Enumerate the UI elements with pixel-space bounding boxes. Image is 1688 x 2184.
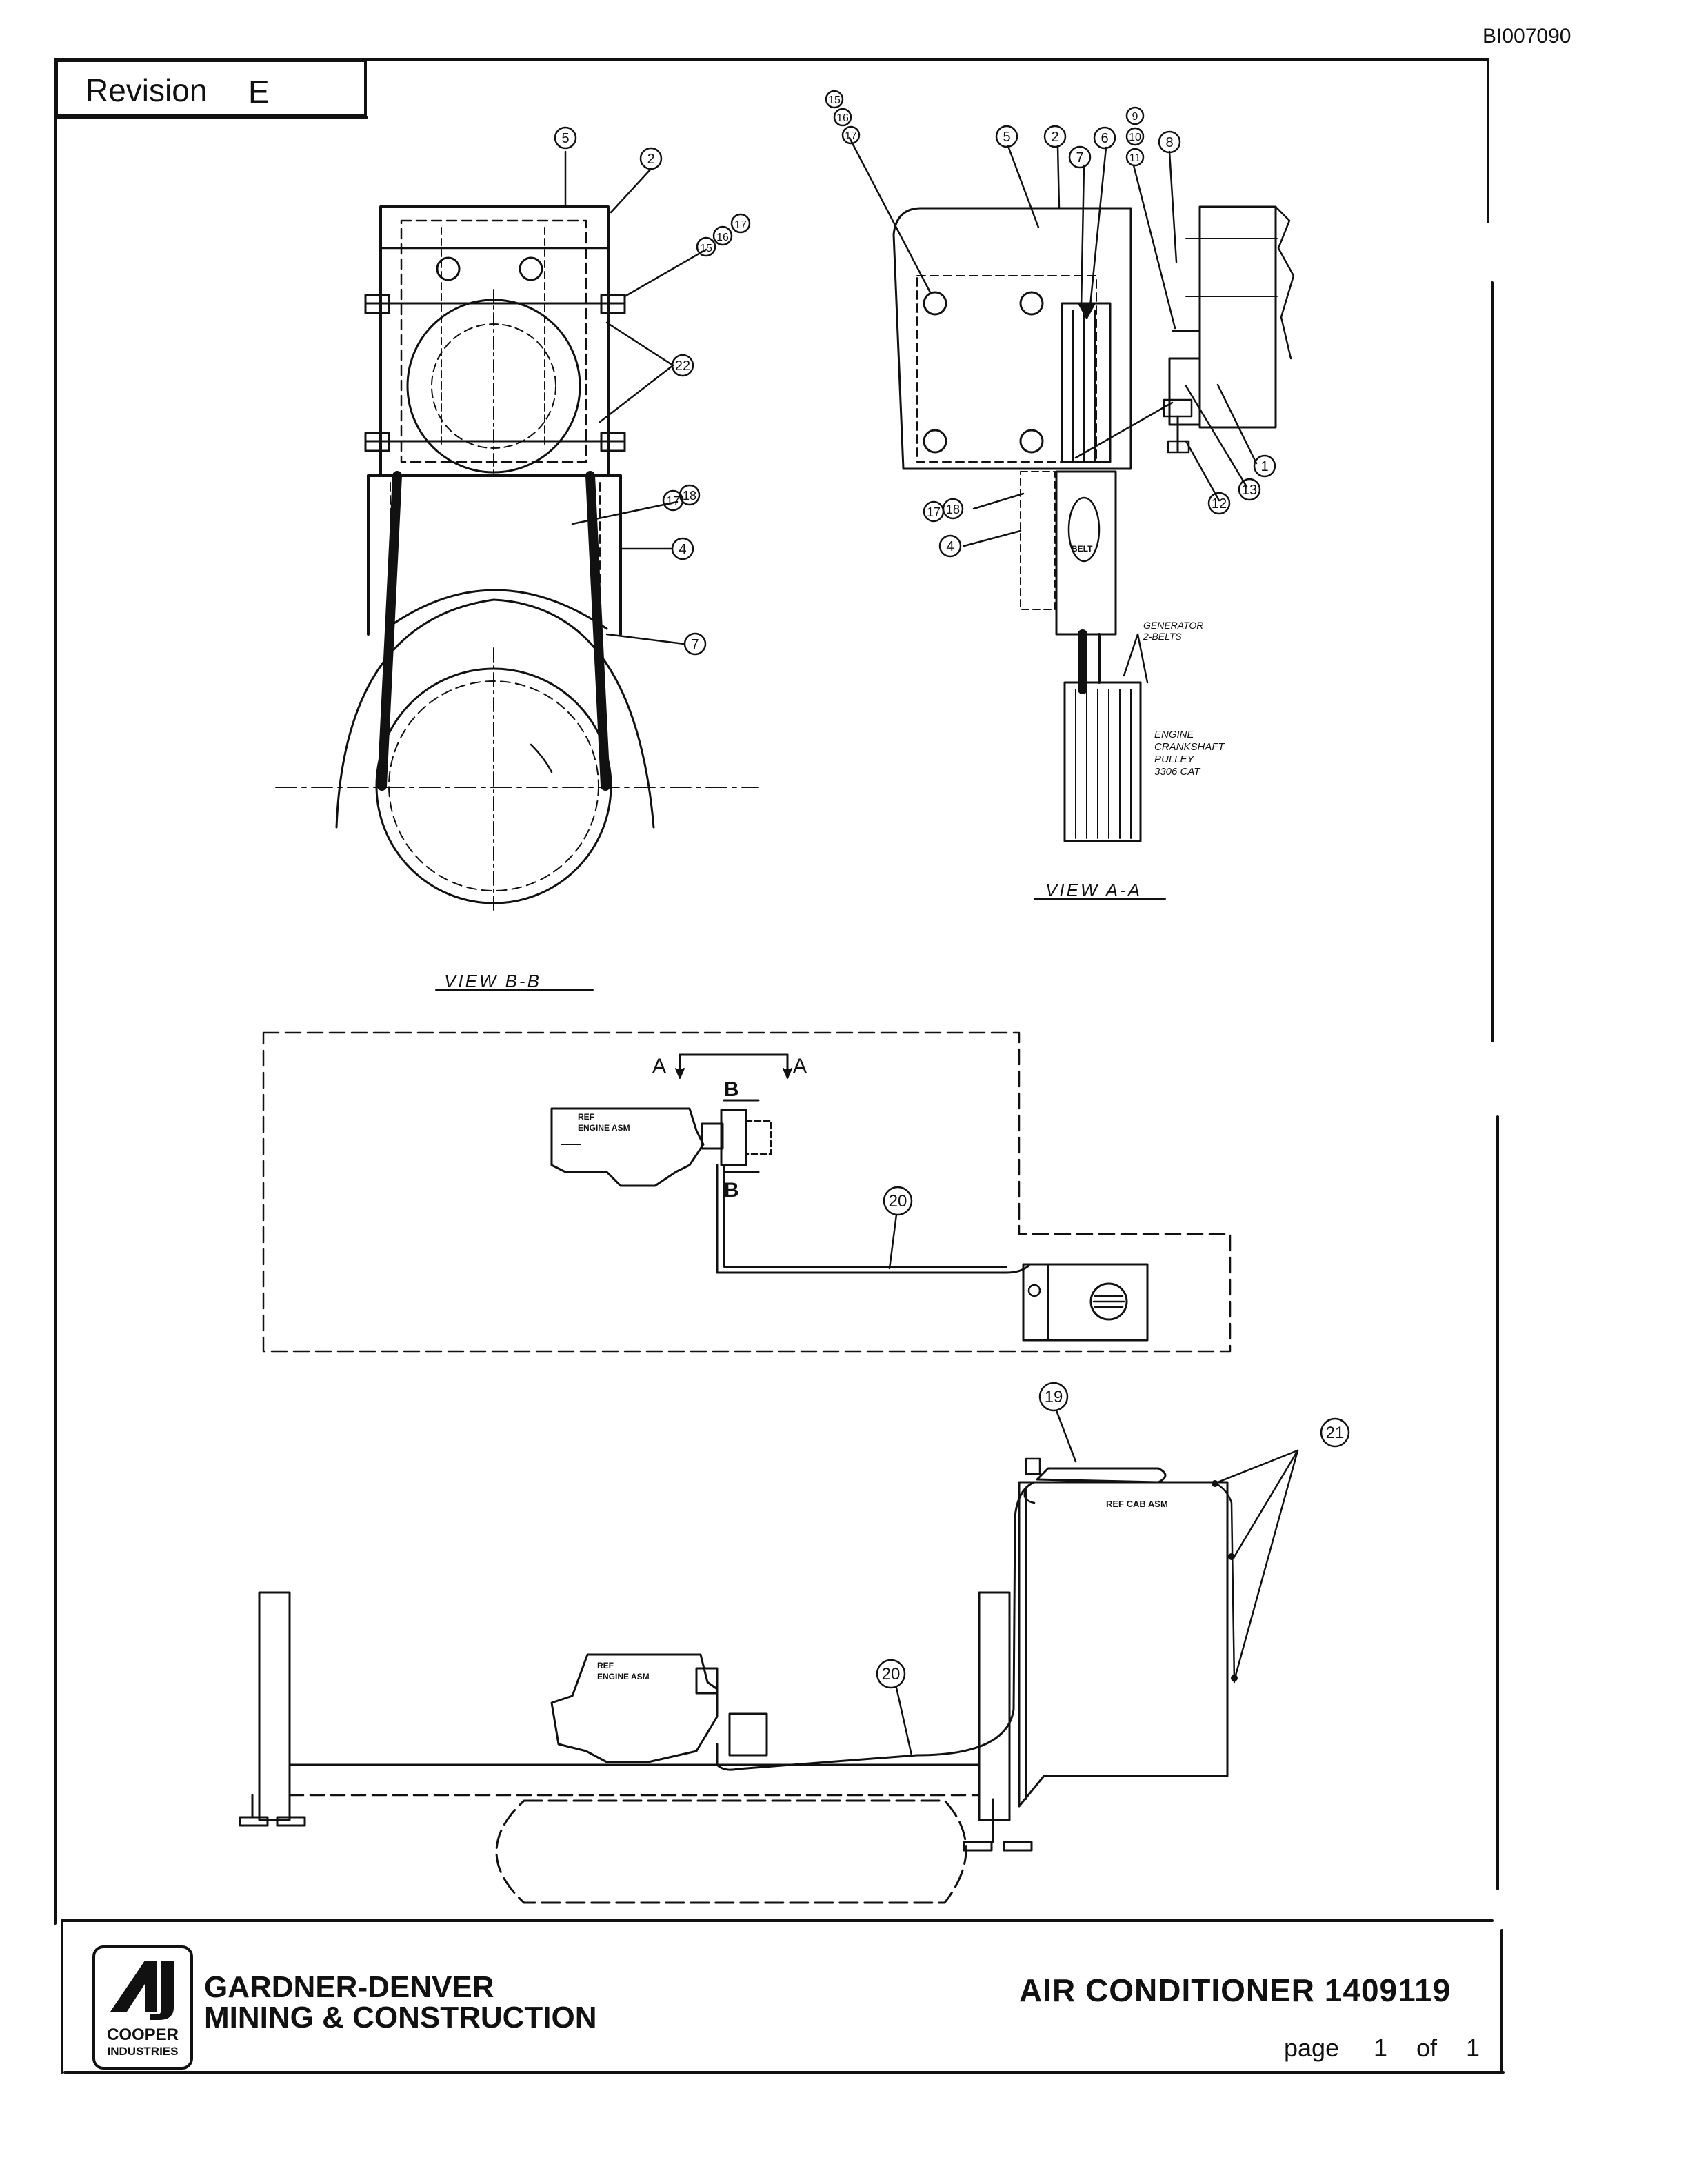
callout-2: 2: [1051, 130, 1058, 145]
ref-cab-label: REF CAB ASM: [1106, 1499, 1168, 1509]
callout-18: 18: [683, 489, 696, 503]
callout-22: 22: [675, 358, 690, 374]
callout-17: 17: [845, 130, 857, 142]
callout-10: 10: [1129, 132, 1141, 143]
company-name-line1: GARDNER-DENVER: [204, 1970, 494, 2004]
callout-20: 20: [882, 1665, 901, 1684]
pulley-note-line4: 3306 CAT: [1154, 766, 1201, 778]
callout-15: 15: [700, 243, 712, 254]
section-b-top: B: [724, 1078, 739, 1101]
callout-20: 20: [889, 1192, 907, 1211]
callout-4: 4: [679, 542, 686, 557]
callout-16: 16: [836, 112, 849, 124]
view-labels: VIEW B-B VIEW A-A GENERATOR 2-BELTS ENGI…: [444, 544, 1226, 1681]
revision-value: E: [248, 74, 270, 110]
callout-5: 5: [561, 131, 569, 146]
callout-19: 19: [1045, 1388, 1063, 1406]
callout-7: 7: [1076, 150, 1083, 165]
callout-7: 7: [691, 637, 699, 652]
view-aa: [848, 136, 1295, 900]
callout-18: 18: [946, 503, 960, 516]
part-title: AIR CONDITIONER 1409119: [1019, 1972, 1451, 2008]
callout-13: 13: [1242, 483, 1257, 498]
callout-2: 2: [647, 152, 654, 167]
page-number: 1: [1374, 2034, 1388, 2062]
page-label: page: [1284, 2034, 1340, 2062]
callout-17: 17: [927, 505, 941, 519]
callout-11: 11: [1129, 152, 1141, 164]
document-id: BI007090: [1483, 25, 1571, 48]
logo-industries-text: INDUSTRIES: [107, 2045, 179, 2058]
callout-4: 4: [946, 539, 954, 554]
callout-numbers: 5 2 15 16 17 22 17 18 4 7 15 16 17 5 2 7…: [561, 94, 1344, 1684]
section-a-left: A: [652, 1055, 666, 1078]
drawing-frame: [54, 58, 1505, 2074]
cooper-logo: COOPER INDUSTRIES: [92, 1945, 193, 2070]
callout-9: 9: [1132, 111, 1138, 123]
revision-box: Revision E: [55, 59, 367, 117]
ref-engine-elev-line1: REF: [597, 1661, 614, 1670]
callout-6: 6: [1101, 131, 1108, 146]
callout-17: 17: [734, 219, 747, 231]
generator-note-line2: 2-BELTS: [1143, 631, 1182, 642]
pulley-note-line1: ENGINE: [1154, 729, 1195, 740]
callout-1: 1: [1260, 459, 1268, 474]
view-aa-label: VIEW A-A: [1045, 880, 1142, 900]
generator-note-line1: GENERATOR: [1143, 620, 1203, 631]
page-of-label: of: [1416, 2034, 1438, 2062]
callout-17: 17: [666, 494, 680, 508]
pulley-note-line2: CRANKSHAFT: [1154, 741, 1226, 753]
section-b-bottom: B: [724, 1179, 739, 1202]
side-elevation: [239, 1409, 1299, 1904]
callout-8: 8: [1165, 135, 1173, 150]
callout-12: 12: [1212, 496, 1227, 512]
ref-engine-line1: REF: [578, 1112, 594, 1122]
pulley-note-line3: PULLEY: [1154, 754, 1195, 765]
callout-5: 5: [1003, 130, 1010, 145]
cooper-logo-mark-icon: [110, 1961, 174, 2020]
ref-engine-elev-line2: ENGINE ASM: [597, 1672, 650, 1681]
logo-cooper-text: COOPER: [106, 2025, 179, 2044]
callout-16: 16: [716, 232, 729, 243]
callout-15: 15: [828, 94, 841, 106]
plan-view: [262, 1031, 1232, 1353]
section-a-right: A: [793, 1055, 807, 1078]
belt-label: BELT: [1072, 544, 1093, 554]
view-bb: [275, 150, 759, 991]
callout-21: 21: [1326, 1424, 1345, 1442]
view-bb-label: VIEW B-B: [444, 971, 541, 991]
ref-engine-line2: ENGINE ASM: [578, 1123, 630, 1133]
callout-balloons: [554, 90, 1350, 1689]
page-total: 1: [1466, 2034, 1480, 2062]
revision-label: Revision: [86, 72, 208, 108]
company-name-line2: MINING & CONSTRUCTION: [204, 2001, 597, 2034]
